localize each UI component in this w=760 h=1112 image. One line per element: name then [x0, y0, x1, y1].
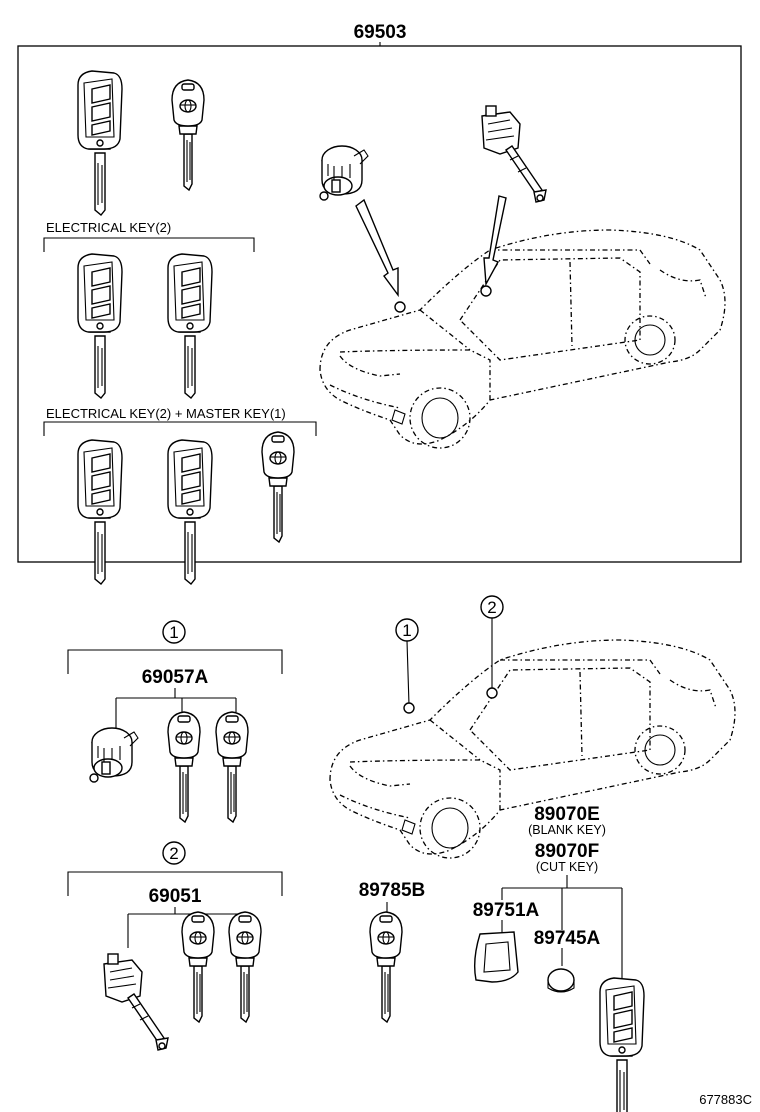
- group-caption-electrical-master: ELECTRICAL KEY(2) + MASTER KEY(1): [46, 406, 286, 421]
- master-key-icon: [228, 911, 262, 1023]
- part-number-89751A: 89751A: [473, 900, 540, 921]
- part-note-blank-key: (BLANK KEY): [528, 823, 606, 837]
- main-assembly-frame: [17, 45, 742, 563]
- key-cover-icon: [473, 931, 519, 983]
- master-key-icon: [261, 431, 295, 543]
- door-lock-cylinder-icon: [481, 105, 547, 203]
- group-bracket: [43, 237, 255, 252]
- group-caption-electrical-key-2: ELECTRICAL KEY(2): [46, 220, 171, 235]
- door-lock-cylinder-icon: [103, 953, 169, 1051]
- master-key-icon: [369, 911, 403, 1023]
- callout-marker-1-label: 1: [169, 623, 178, 642]
- part-note-cut-key: (CUT KEY): [536, 860, 598, 874]
- master-key-icon: [171, 79, 205, 191]
- ignition-cylinder-icon: [89, 727, 139, 783]
- part-number-89785B: 89785B: [359, 880, 426, 901]
- part-number-89745A: 89745A: [534, 928, 601, 949]
- battery-icon: [547, 968, 575, 992]
- remote-key-icon: [599, 977, 645, 1112]
- remote-key-icon: [167, 253, 213, 399]
- car-callout-1-label: 1: [402, 621, 411, 640]
- callout-marker-2: [162, 841, 186, 865]
- illustration-id: 677883C: [699, 1092, 752, 1107]
- main-part-number: 69503: [354, 22, 407, 43]
- arrow-to-door: [483, 195, 507, 287]
- master-key-icon: [167, 711, 201, 823]
- sedan-car-icon: [319, 229, 726, 449]
- part-number-89070F: 89070F: [535, 841, 599, 862]
- remote-key-icon: [77, 70, 123, 216]
- master-key-icon: [215, 711, 249, 823]
- master-key-icon: [181, 911, 215, 1023]
- callout-marker-1: [162, 620, 186, 644]
- part-number-69051: 69051: [149, 886, 202, 907]
- arrow-to-ignition: [355, 198, 399, 298]
- car-callout-2-label: 2: [487, 598, 496, 617]
- callout-marker-2-label: 2: [169, 844, 178, 863]
- remote-key-icon: [77, 253, 123, 399]
- part-number-69057A: 69057A: [142, 667, 209, 688]
- ignition-cylinder-icon: [319, 145, 369, 201]
- group-bracket: [43, 421, 317, 436]
- part-number-89070E: 89070E: [534, 804, 600, 825]
